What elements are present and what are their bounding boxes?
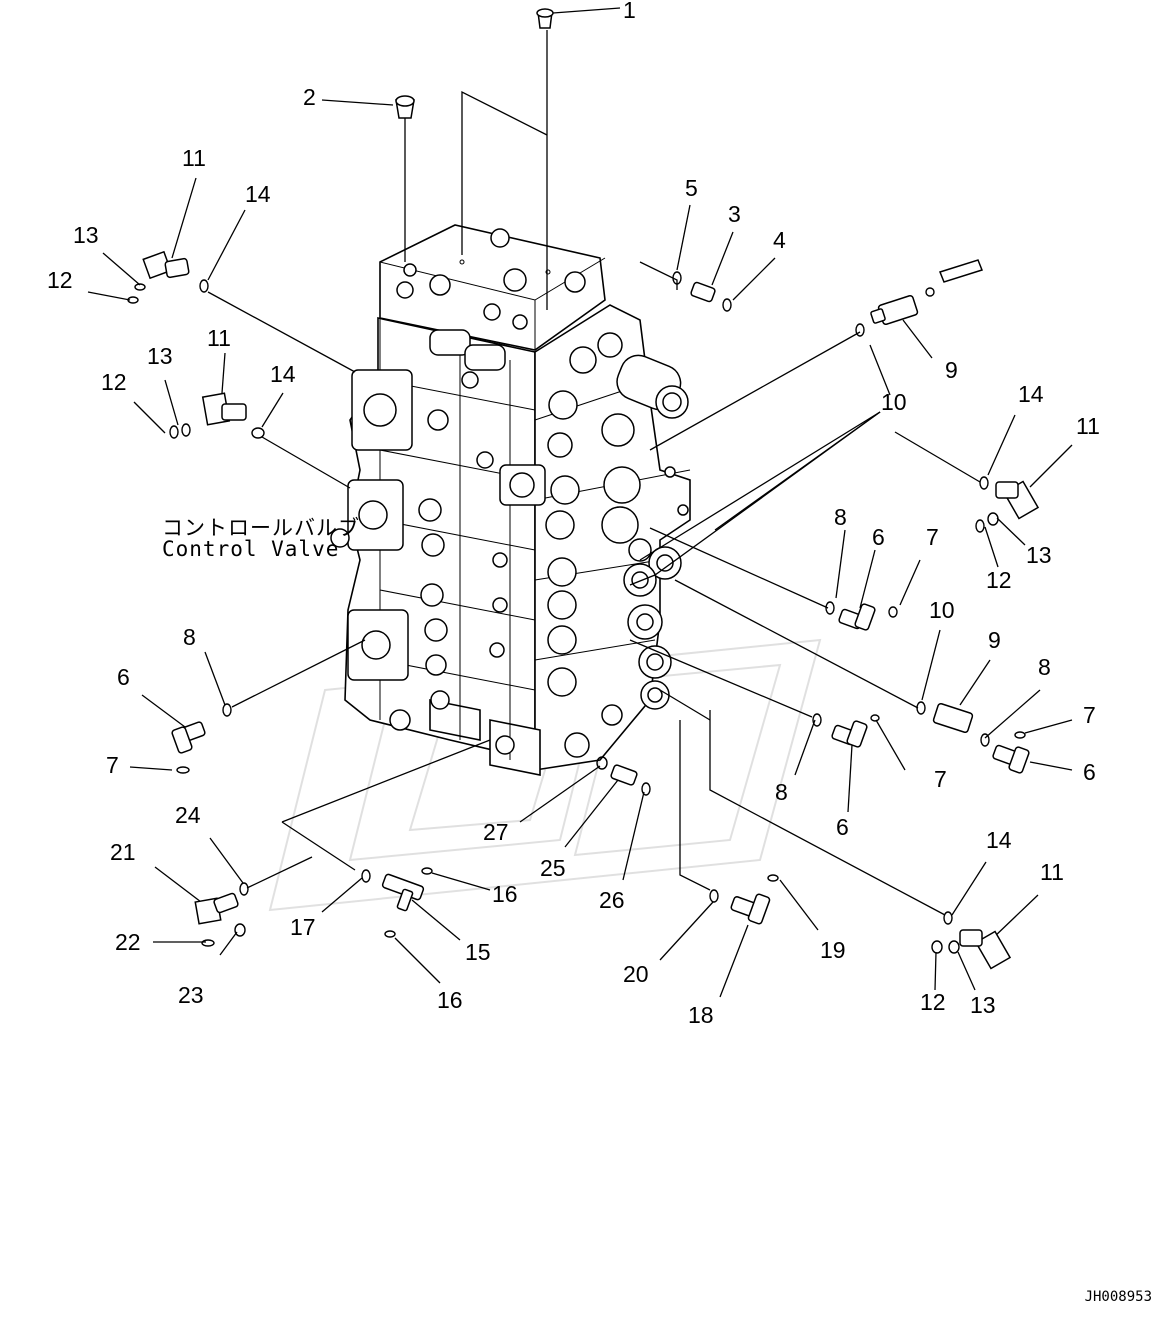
elbow-fitting-icon [995, 480, 1040, 520]
elbow-fitting-icon [959, 929, 1012, 970]
callout-3: 3 [728, 201, 741, 227]
adapter-fitting-icon [690, 281, 716, 303]
elbow-fitting-icon [171, 721, 206, 754]
callout-numbers: 1 2 3 4 5 6 6 6 6 7 7 7 7 8 8 8 8 9 9 10… [47, 0, 1100, 1028]
callout-12: 12 [986, 567, 1012, 593]
callout-23: 23 [178, 982, 204, 1008]
callout-13: 13 [970, 992, 996, 1018]
elbow-fitting-icon [838, 603, 876, 631]
callout-12: 12 [47, 267, 73, 293]
callout-7: 7 [1083, 702, 1096, 728]
callout-13: 13 [147, 343, 173, 369]
callout-26: 26 [599, 887, 625, 913]
callout-9: 9 [988, 627, 1001, 653]
callout-13: 13 [73, 222, 99, 248]
callout-10: 10 [881, 389, 907, 415]
callout-16: 16 [437, 987, 463, 1013]
callout-1: 1 [623, 0, 636, 23]
callout-15: 15 [465, 939, 491, 965]
callout-7: 7 [926, 524, 939, 550]
callout-12: 12 [101, 369, 127, 395]
tee-fitting-icon [381, 873, 425, 912]
callout-11: 11 [1076, 413, 1100, 439]
plug-icon [395, 95, 415, 119]
valve-cartridge-icon [870, 259, 983, 326]
callout-10: 10 [929, 597, 955, 623]
callout-17: 17 [290, 914, 316, 940]
callout-19: 19 [820, 937, 846, 963]
leader-lines [87, 7, 1073, 998]
callout-9: 9 [945, 357, 958, 383]
assembly-label-japanese: コントロールバルブ [162, 516, 360, 540]
callout-8: 8 [775, 779, 788, 805]
control-valve-body [330, 224, 691, 776]
elbow-fitting-icon [194, 892, 239, 925]
callout-25: 25 [540, 855, 566, 881]
elbow-fitting-icon [142, 250, 190, 280]
callout-14: 14 [270, 361, 296, 387]
callout-8: 8 [834, 504, 847, 530]
plug-icon [536, 8, 554, 29]
valve-cartridge-icon [932, 702, 974, 734]
callout-6: 6 [117, 664, 130, 690]
callout-7: 7 [106, 752, 119, 778]
callout-4: 4 [773, 227, 786, 253]
callout-14: 14 [1018, 381, 1044, 407]
elbow-fitting-icon [992, 744, 1030, 774]
callout-22: 22 [115, 929, 141, 955]
callout-24: 24 [175, 802, 201, 828]
callout-14: 14 [245, 181, 271, 207]
callout-6: 6 [836, 814, 849, 840]
callout-21: 21 [110, 839, 136, 865]
assembly-label-english: Control Valve [162, 537, 340, 561]
elbow-fitting-icon [730, 893, 771, 925]
callout-11: 11 [182, 145, 206, 171]
callout-6: 6 [1083, 759, 1096, 785]
fittings-and-seals [127, 8, 1040, 970]
callout-16: 16 [492, 881, 518, 907]
callout-11: 11 [207, 325, 231, 351]
elbow-fitting-icon [831, 720, 868, 748]
callout-6: 6 [872, 524, 885, 550]
callout-27: 27 [483, 819, 509, 845]
connector-fitting-icon [610, 764, 638, 786]
drawing-number: JH008953 [1084, 1289, 1152, 1305]
callout-5: 5 [685, 175, 698, 201]
elbow-fitting-icon [201, 392, 247, 426]
callout-11: 11 [1040, 859, 1064, 885]
callout-20: 20 [623, 961, 649, 987]
callout-8: 8 [183, 624, 196, 650]
callout-14: 14 [986, 827, 1012, 853]
callout-2: 2 [303, 84, 316, 110]
callout-7: 7 [934, 766, 947, 792]
callout-8: 8 [1038, 654, 1051, 680]
callout-18: 18 [688, 1002, 714, 1028]
callout-12: 12 [920, 989, 946, 1015]
callout-13: 13 [1026, 542, 1052, 568]
